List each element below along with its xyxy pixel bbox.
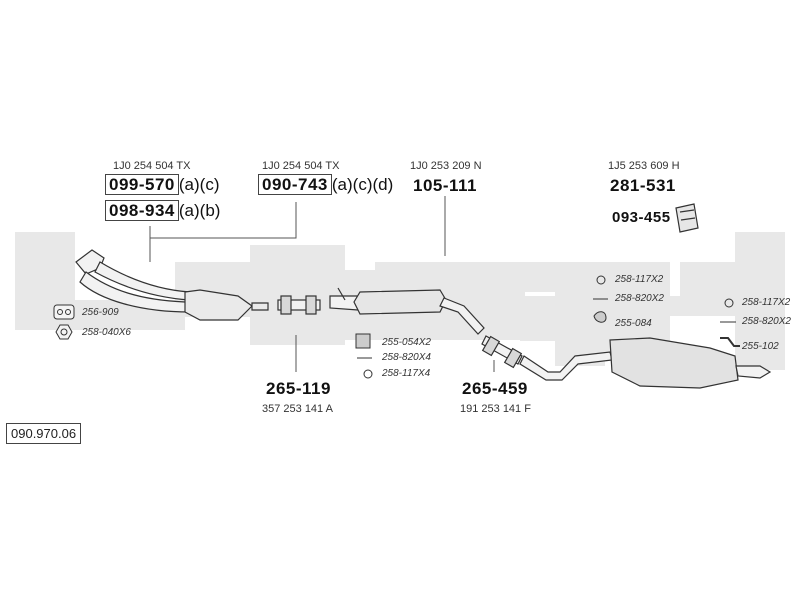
- small-part-icons: [53, 275, 740, 379]
- leader-lines: [149, 196, 495, 372]
- small-part-258-820x2-a[interactable]: 258-820X2: [615, 293, 664, 304]
- mid-pipe-1-oem: 357 253 141 A: [262, 403, 333, 415]
- heat-shield-number[interactable]: 093-455: [612, 209, 671, 226]
- rear-silencer-oem: 1J5 253 609 H: [608, 160, 680, 172]
- small-part-255-054x2[interactable]: 255-054X2: [382, 337, 431, 348]
- rear-silencer-drawing: [519, 337, 772, 389]
- front-silencer-oem: 1J0 253 209 N: [410, 160, 482, 172]
- downpipe-2-number[interactable]: 098-934: [105, 200, 179, 221]
- downpipe-2-label[interactable]: 098-934(a)(b): [105, 200, 221, 221]
- connector-pipe-drawing: [277, 295, 321, 315]
- downpipe-1-suffix: (a)(c): [178, 175, 220, 194]
- mid-pipe-2-oem: 191 253 141 F: [460, 403, 531, 415]
- catalyst-oem: 1J0 254 504 TX: [262, 160, 340, 172]
- front-silencer-drawing: [329, 287, 485, 335]
- catalyst-number[interactable]: 090-743: [258, 174, 332, 195]
- connector-pipe-2-drawing: [481, 335, 523, 369]
- catalog-number: 090.970.06: [6, 423, 82, 444]
- mid-pipe-1-number[interactable]: 265-119: [266, 379, 331, 398]
- downpipe-1-label[interactable]: 099-570(a)(c): [105, 174, 220, 195]
- rear-silencer-number[interactable]: 281-531: [610, 176, 676, 195]
- catalyst-label[interactable]: 090-743(a)(c)(d): [258, 174, 394, 195]
- small-part-258-820x2-b[interactable]: 258-820X2: [742, 316, 791, 327]
- small-part-258-117x4[interactable]: 258-117X4: [382, 368, 431, 379]
- small-part-256-909[interactable]: 256-909: [82, 307, 119, 318]
- downpipe-1-number[interactable]: 099-570: [105, 174, 179, 195]
- catalyst-suffix: (a)(c)(d): [331, 175, 394, 194]
- downpipe-2-suffix: (a)(b): [178, 201, 221, 220]
- catalyst-drawing: [184, 289, 269, 321]
- small-part-255-102[interactable]: 255-102: [742, 341, 779, 352]
- downpipe-1-oem: 1J0 254 504 TX: [113, 160, 191, 172]
- small-part-255-084[interactable]: 255-084: [615, 318, 652, 329]
- small-part-258-117x2-a[interactable]: 258-117X2: [615, 274, 664, 285]
- small-part-258-117x2-b[interactable]: 258-117X2: [742, 297, 791, 308]
- small-part-258-820x4[interactable]: 258-820X4: [382, 352, 431, 363]
- mid-pipe-2-number[interactable]: 265-459: [462, 379, 528, 398]
- small-part-258-040x6[interactable]: 258-040X6: [82, 327, 131, 338]
- heat-shield-drawing: [675, 203, 699, 233]
- front-silencer-number[interactable]: 105-111: [413, 176, 478, 195]
